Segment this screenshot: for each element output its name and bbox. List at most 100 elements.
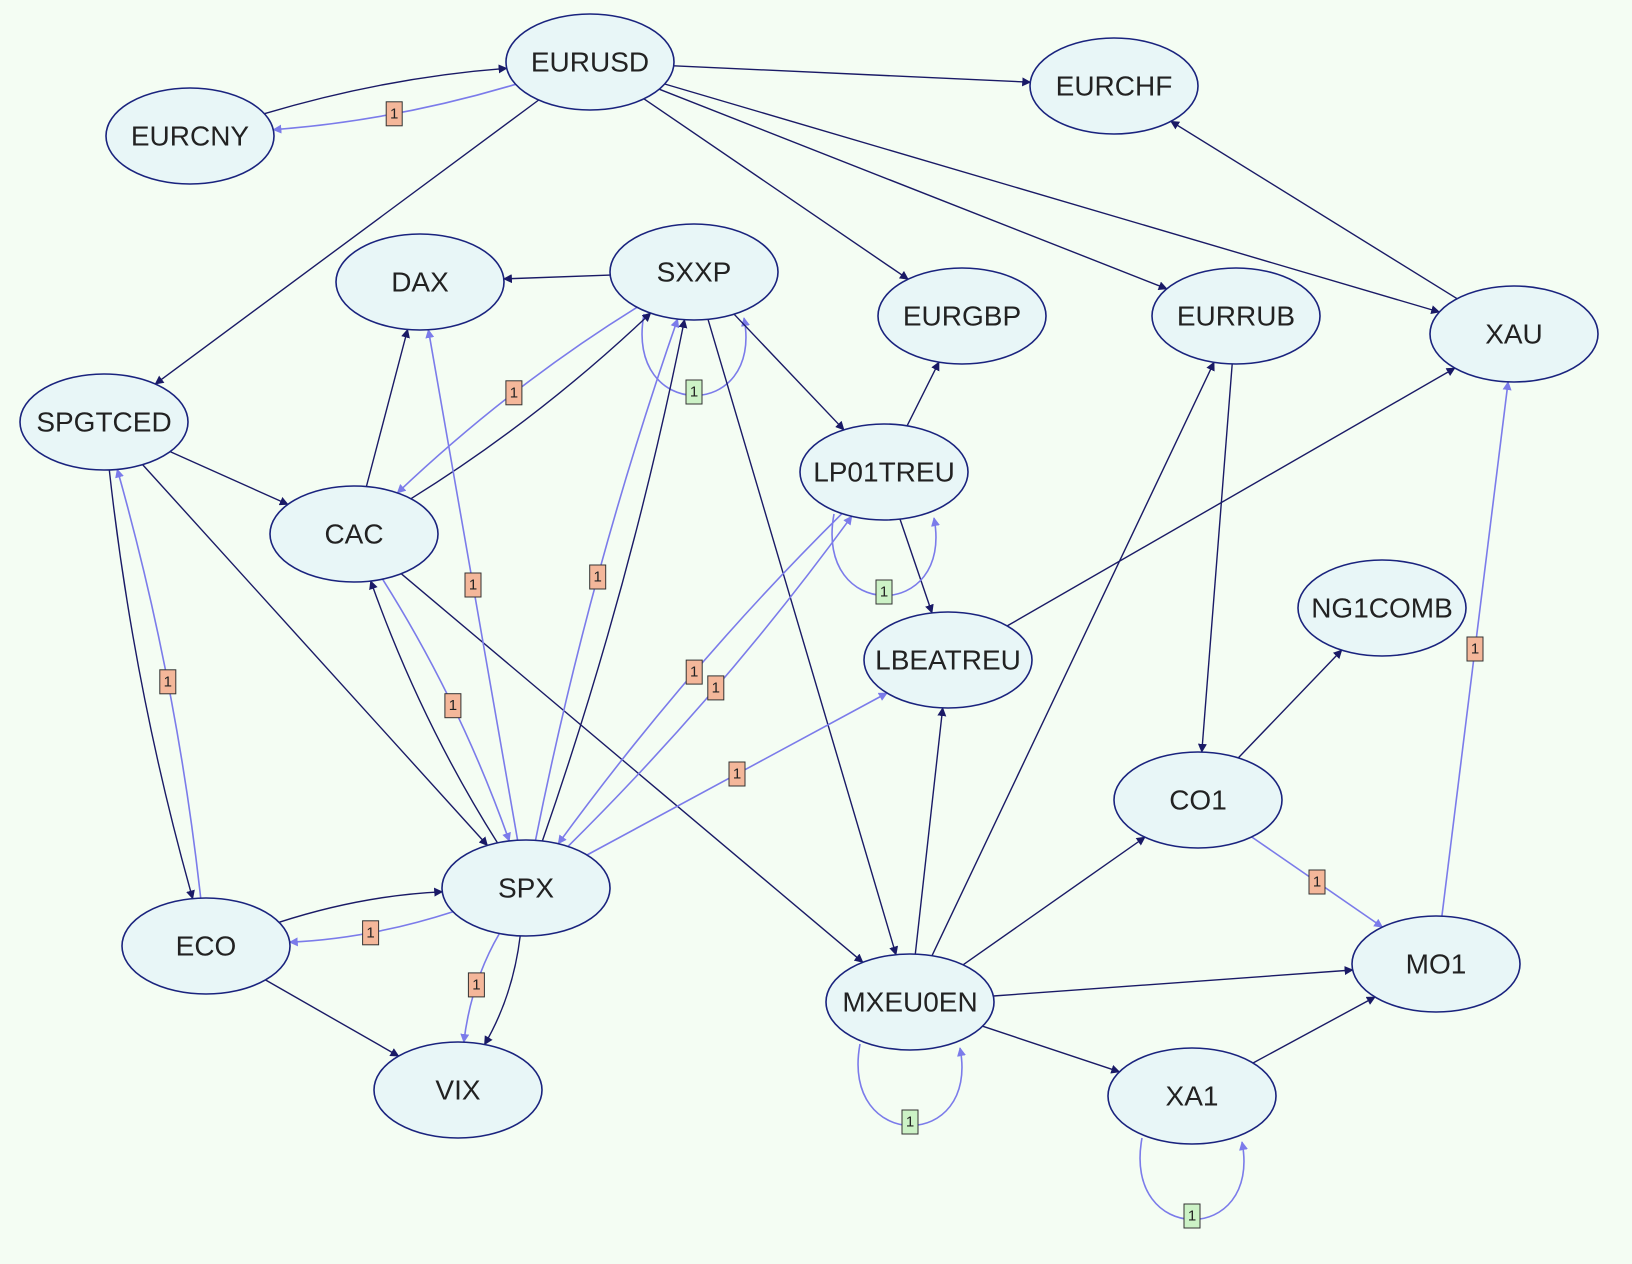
- node-lbeatreu[interactable]: LBEATREU: [863, 611, 1033, 709]
- node-spx[interactable]: SPX: [441, 839, 611, 937]
- edge-eurcny-to-eurusd: [264, 64, 508, 115]
- node-label: SPGTCED: [36, 407, 171, 438]
- node-spgtced[interactable]: SPGTCED: [19, 373, 189, 471]
- lag-value: 1: [510, 384, 518, 401]
- lag-label: 1: [875, 579, 893, 605]
- node-label: EURRUB: [1177, 301, 1295, 332]
- node-eurchf[interactable]: EURCHF: [1029, 37, 1199, 135]
- lag-box: [444, 693, 462, 719]
- node-label: EURUSD: [531, 47, 649, 78]
- lag-value: 1: [594, 569, 602, 586]
- node-vix[interactable]: VIX: [373, 1041, 543, 1139]
- lag-box: [589, 564, 607, 590]
- node-label: ECO: [176, 931, 237, 962]
- edge-spx-to-sxxp: [541, 318, 688, 842]
- edge-xa1-to-mo1: [1252, 996, 1376, 1064]
- lag-label: 1: [685, 659, 703, 685]
- node-label: CO1: [1169, 785, 1227, 816]
- node-sxxp[interactable]: SXXP: [609, 223, 779, 321]
- node-eurusd[interactable]: EURUSD: [505, 13, 675, 111]
- lag-value: 1: [1188, 1208, 1196, 1225]
- lag-box: [707, 675, 725, 701]
- node-ellipse: [1297, 559, 1467, 657]
- node-lp01treu[interactable]: LP01TREU: [799, 423, 969, 521]
- lag-value: 1: [712, 679, 720, 696]
- node-label: SPX: [498, 873, 554, 904]
- edge-cac-to-sxxp: [410, 312, 652, 500]
- edge-mxeu0en-to-lbeatreu: [914, 707, 947, 955]
- edge-mxeu0en-to-co1: [962, 836, 1146, 966]
- node-eco[interactable]: ECO: [121, 897, 291, 995]
- lag-label: 1: [159, 669, 177, 695]
- lag-label: 1: [467, 972, 485, 998]
- node-label: EURCHF: [1056, 71, 1173, 102]
- lag-box: [362, 920, 380, 946]
- lag-label: 1: [464, 572, 482, 598]
- edge-eurusd-to-eurchf: [673, 65, 1032, 87]
- node-ellipse: [373, 1041, 543, 1139]
- lag-label: 1: [728, 761, 746, 787]
- node-eurcny[interactable]: EURCNY: [105, 87, 275, 185]
- edge-eurusd-to-eurgbp: [643, 98, 909, 280]
- node-dax[interactable]: DAX: [335, 233, 505, 331]
- node-eurrub[interactable]: EURRUB: [1151, 267, 1321, 365]
- node-label: XA1: [1166, 1081, 1219, 1112]
- lag-value: 1: [472, 976, 480, 993]
- lag-box: [159, 669, 177, 695]
- node-mo1[interactable]: MO1: [1351, 915, 1521, 1013]
- lag-box: [505, 380, 523, 406]
- lag-label: 1: [1308, 869, 1326, 895]
- node-ellipse: [105, 87, 275, 185]
- lag-label: 1: [589, 564, 607, 590]
- lag-label: 1: [901, 1109, 919, 1135]
- edge-mxeu0en-to-eurrub: [931, 361, 1215, 957]
- edge-spgtced-to-cac: [169, 450, 289, 506]
- lag-value: 1: [690, 664, 698, 681]
- edge-lp01treu-to-eurgbp: [906, 361, 940, 427]
- lag-value: 1: [390, 105, 398, 122]
- edge-eco-to-vix: [265, 979, 400, 1057]
- node-ellipse: [877, 267, 1047, 365]
- edge-eurusd-to-spgtced: [154, 99, 540, 385]
- edge-spx-to-cac: [369, 580, 499, 844]
- node-ellipse: [1029, 37, 1199, 135]
- edge-lp01treu-to-lbeatreu: [899, 518, 934, 614]
- node-label: CAC: [324, 519, 383, 550]
- node-xa1[interactable]: XA1: [1107, 1047, 1277, 1145]
- edge-spgtced-to-eco: [108, 469, 195, 900]
- node-mxeu0en[interactable]: MXEU0EN: [825, 953, 995, 1051]
- node-ellipse: [1429, 285, 1599, 383]
- lag-box: [685, 379, 703, 405]
- lag-label: 1: [385, 101, 403, 127]
- node-ng1comb[interactable]: NG1COMB: [1297, 559, 1467, 657]
- node-label: EURCNY: [131, 121, 250, 152]
- lag-box: [385, 101, 403, 127]
- node-label: SXXP: [657, 257, 732, 288]
- lag-label: 1: [362, 920, 380, 946]
- edge-spx-to-vix: [483, 935, 521, 1046]
- node-eurgbp[interactable]: EURGBP: [877, 267, 1047, 365]
- node-ellipse: [19, 373, 189, 471]
- node-co1[interactable]: CO1: [1113, 751, 1283, 849]
- edge-lbeatreu-to-xau: [1006, 367, 1456, 627]
- edge-eurrub-to-co1: [1197, 363, 1233, 753]
- lag-label: 1: [1183, 1203, 1201, 1229]
- lag-label: 1: [685, 379, 703, 405]
- node-xau[interactable]: XAU: [1429, 285, 1599, 383]
- lag-value: 1: [1313, 874, 1321, 891]
- lag-value: 1: [366, 924, 374, 941]
- lag-value: 1: [1471, 641, 1479, 658]
- edge-eurusd-to-eurrub: [658, 88, 1168, 291]
- node-label: VIX: [435, 1075, 480, 1106]
- node-cac[interactable]: CAC: [269, 485, 439, 583]
- lag-box: [467, 972, 485, 998]
- lag-label: 1: [707, 675, 725, 701]
- lag-box: [875, 579, 893, 605]
- lag-label: 1: [505, 380, 523, 406]
- node-label: NG1COMB: [1311, 593, 1453, 624]
- edge-eurusd-to-xau: [664, 83, 1441, 315]
- node-ellipse: [505, 13, 675, 111]
- node-ellipse: [825, 953, 995, 1051]
